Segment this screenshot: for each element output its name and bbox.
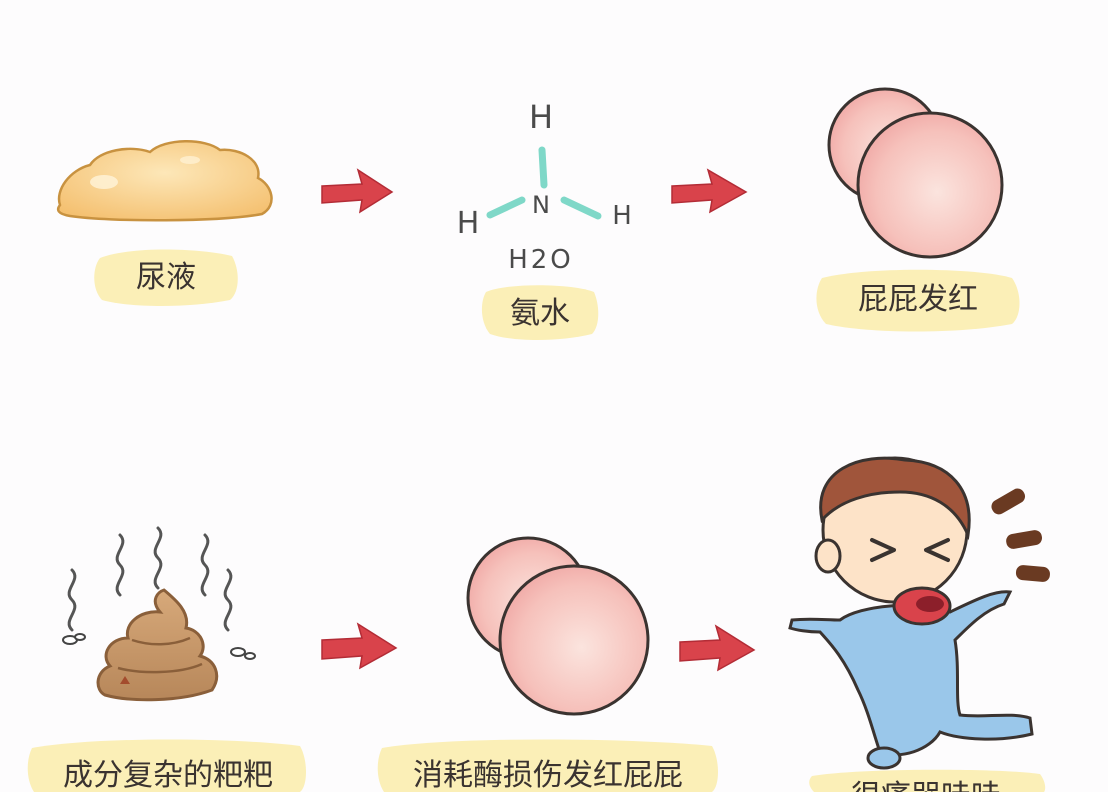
crying-baby-label-text: 很痛哭哇哇: [851, 779, 1001, 792]
urine-label-text: 尿液: [136, 260, 196, 295]
stink-line: [200, 533, 210, 597]
ammonia-right-h: H: [612, 201, 632, 231]
arrow-poop-to-damaged-bottom: [321, 622, 398, 670]
bond-top: [538, 146, 548, 189]
urine-label: 尿液: [94, 249, 238, 306]
red-bottom-illustration: [827, 87, 1004, 259]
cry-marks-icon: [991, 488, 1050, 582]
ammonia-label: 氨水: [481, 285, 599, 340]
damaged-bottom-illustration: [466, 536, 650, 716]
arrow-ammonia-to-red-bottom: [671, 168, 748, 214]
arrow-urine-to-ammonia: [321, 168, 394, 214]
poop-label-text: 成分复杂的粑粑: [63, 758, 273, 792]
ammonia-left-h: H: [457, 206, 480, 241]
bond-right: [560, 196, 602, 220]
crying-baby-label: 很痛哭哇哇: [809, 769, 1046, 792]
bond-left: [486, 196, 526, 219]
red-bottom-label: 屁屁发红: [816, 269, 1020, 332]
crying-baby-illustration: [788, 456, 1050, 770]
stink-line: [115, 533, 125, 597]
stink-line: [223, 568, 233, 632]
damaged-bottom-label-text: 消耗酶损伤发红屁屁: [413, 758, 683, 792]
ammonia-center-n: N: [532, 191, 550, 219]
stink-line: [67, 568, 77, 632]
damaged-bottom-label: 消耗酶损伤发红屁屁: [377, 739, 718, 792]
stink-line: [153, 526, 163, 590]
ammonia-molecule-illustration: H N H H H2O: [457, 98, 632, 275]
ammonia-top-h: H: [529, 98, 553, 136]
water-formula: H2O: [508, 245, 574, 275]
ammonia-label-text: 氨水: [510, 296, 570, 331]
poop-label: 成分复杂的粑粑: [27, 739, 307, 792]
poop-illustration: [62, 526, 256, 702]
fly-icon: [230, 647, 256, 660]
fly-icon: [62, 633, 86, 645]
urine-puddle-illustration: [56, 140, 273, 222]
red-bottom-label-text: 屁屁发红: [858, 282, 978, 317]
arrow-damaged-bottom-to-crying-baby: [679, 624, 756, 672]
